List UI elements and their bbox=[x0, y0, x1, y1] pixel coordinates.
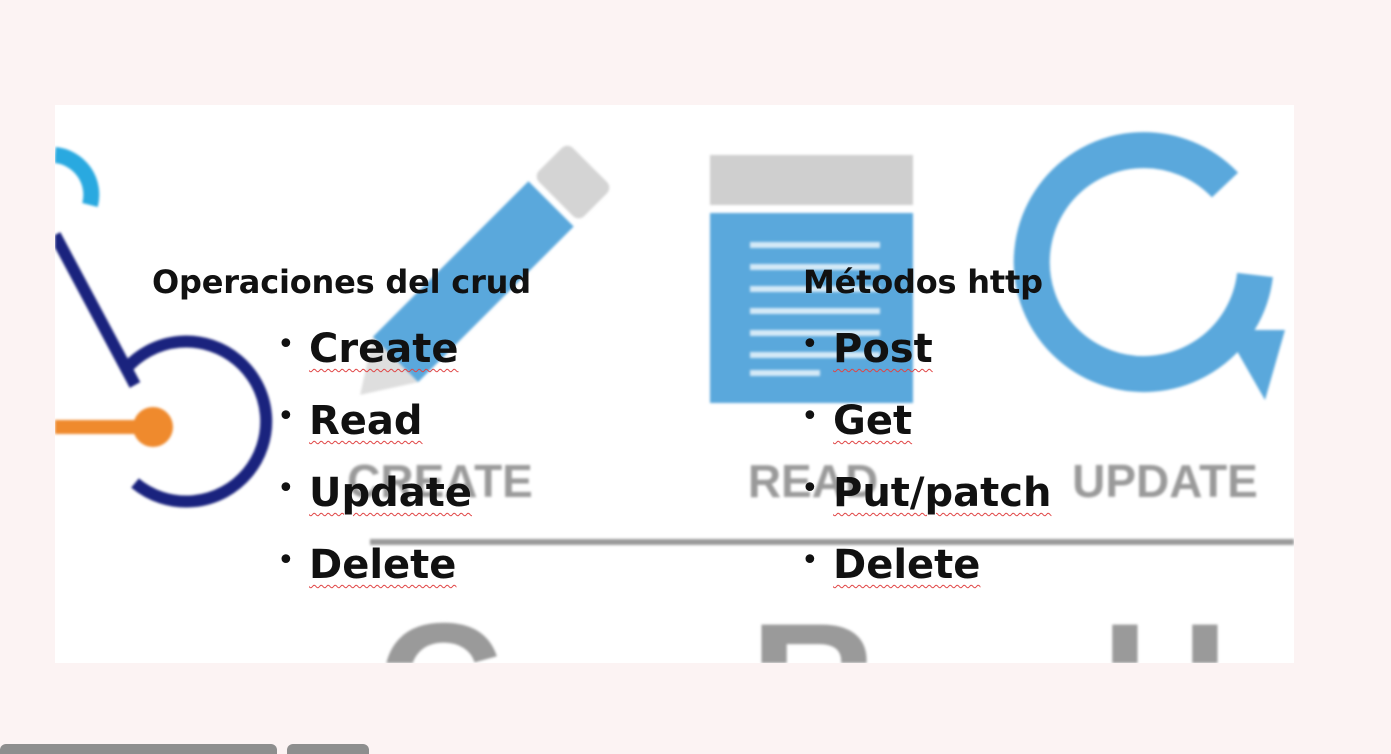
bullet-icon: • bbox=[277, 543, 295, 578]
list-item: • Update bbox=[277, 469, 472, 541]
create-label: CREATE bbox=[347, 455, 533, 507]
http-methods-heading: Métodos http bbox=[803, 263, 1043, 301]
crud-background-art: CREATE READ UPDATE C R U bbox=[55, 132, 1294, 663]
update-label: UPDATE bbox=[1072, 455, 1258, 507]
list-item: • Delete bbox=[277, 541, 472, 613]
list-item-text: Update bbox=[309, 470, 472, 516]
list-item-text: Get bbox=[833, 398, 913, 444]
bullet-icon: • bbox=[801, 471, 819, 506]
bullet-icon: • bbox=[801, 543, 819, 578]
crud-operations-list: • Create • Read • Update • Delete bbox=[277, 325, 472, 613]
bullet-icon: • bbox=[277, 327, 295, 362]
list-item-text: Post bbox=[833, 326, 933, 372]
taskbar-button-2[interactable] bbox=[287, 744, 369, 754]
slide: CREATE READ UPDATE C R U Operaciones del… bbox=[55, 105, 1294, 663]
list-item-text: Put/patch bbox=[833, 470, 1052, 516]
read-label: READ bbox=[748, 455, 878, 507]
list-item-text: Delete bbox=[833, 542, 981, 588]
list-item: • Delete bbox=[801, 541, 1051, 613]
big-letter-c: C bbox=[377, 588, 503, 663]
list-item: • Post bbox=[801, 325, 1051, 397]
bullet-icon: • bbox=[277, 471, 295, 506]
bullet-icon: • bbox=[801, 327, 819, 362]
bullet-icon: • bbox=[801, 399, 819, 434]
list-item-text: Read bbox=[309, 398, 423, 444]
connector-graphic bbox=[55, 147, 273, 508]
bullet-icon: • bbox=[277, 399, 295, 434]
list-item: • Read bbox=[277, 397, 472, 469]
pencil-icon bbox=[360, 145, 610, 395]
list-item: • Put/patch bbox=[801, 469, 1051, 541]
list-item: • Create bbox=[277, 325, 472, 397]
taskbar-button-1[interactable] bbox=[0, 744, 277, 754]
list-item-text: Delete bbox=[309, 542, 457, 588]
list-item-text: Create bbox=[309, 326, 459, 372]
big-letter-r: R bbox=[750, 588, 876, 663]
document-icon bbox=[710, 155, 913, 403]
list-item: • Get bbox=[801, 397, 1051, 469]
crud-operations-heading: Operaciones del crud bbox=[152, 263, 531, 301]
big-letter-u: U bbox=[1102, 588, 1228, 663]
http-methods-list: • Post • Get • Put/patch • Delete bbox=[801, 325, 1051, 613]
refresh-icon bbox=[1013, 132, 1285, 400]
